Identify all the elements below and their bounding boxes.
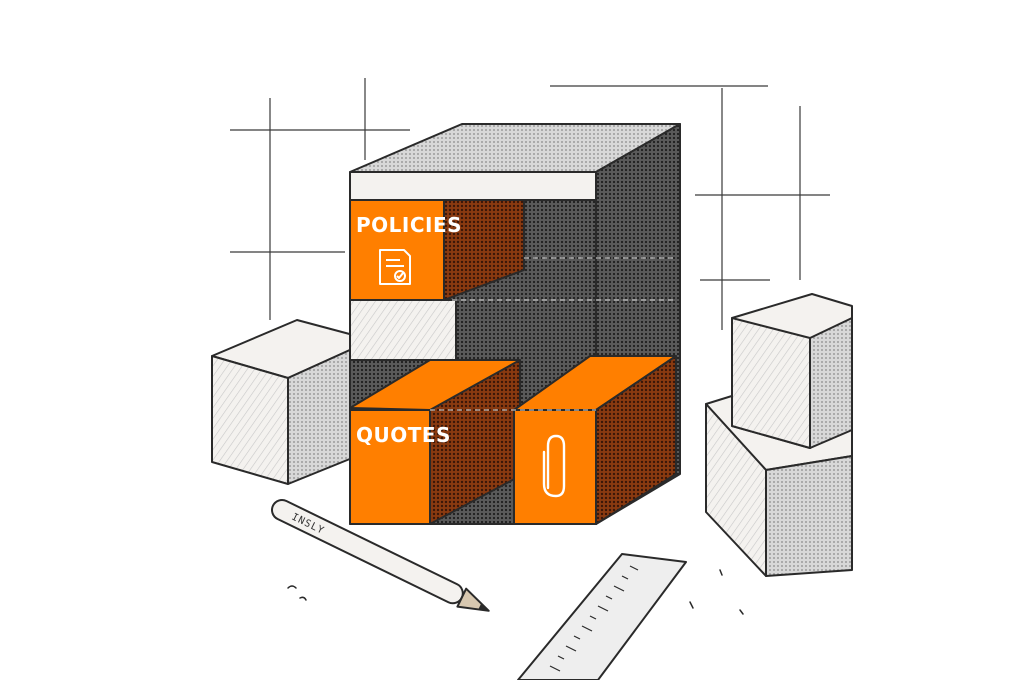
quotes-drawer[interactable]: QUOTES bbox=[349, 359, 521, 525]
sketch-grid-lines bbox=[230, 78, 830, 330]
right-cube-stack bbox=[705, 293, 853, 577]
policies-label: POLICIES bbox=[356, 213, 462, 237]
left-cube bbox=[211, 319, 373, 485]
paperclip-icon bbox=[542, 434, 566, 498]
quotes-label: QUOTES bbox=[356, 423, 451, 447]
dashed-shelf-lines bbox=[430, 257, 676, 411]
attachment-drawer[interactable] bbox=[513, 355, 677, 525]
document-check-icon bbox=[379, 249, 411, 285]
sketch-marks bbox=[287, 569, 744, 615]
ruler bbox=[517, 553, 687, 680]
policies-drawer[interactable]: POLICIES bbox=[349, 199, 525, 301]
